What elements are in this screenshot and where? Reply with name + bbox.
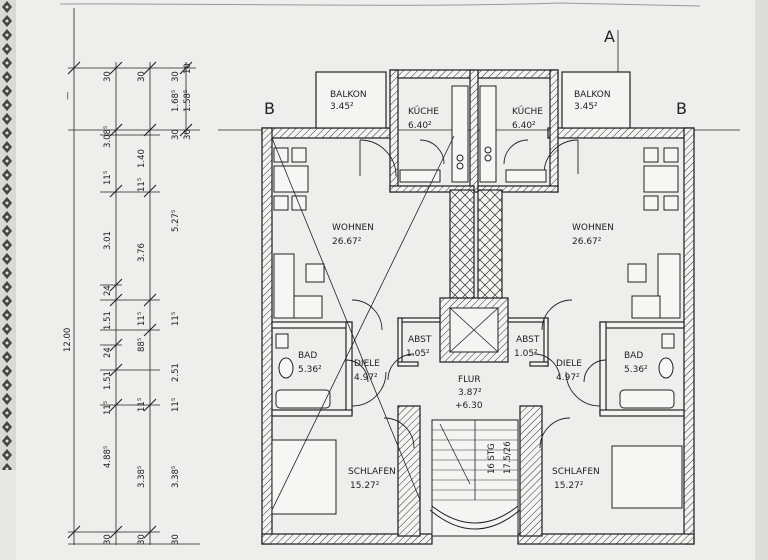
room-bad-left-name: BAD (298, 351, 317, 361)
dim-c1-8: 11⁵ (103, 401, 113, 415)
dimension-chains: 30 3.08⁵ 11⁵ 3.01 24 1.51 24 1.51 11⁵ 4.… (63, 8, 200, 545)
dim-c1-5: 1.51 (103, 311, 113, 330)
interior-walls (271, 317, 685, 537)
room-bad-left-area: 5.36² (298, 365, 322, 375)
room-abst-left-area: 1.05² (406, 349, 430, 359)
section-mark-a: A (604, 27, 615, 46)
room-diele-left-name: DIELE (354, 359, 380, 369)
dim-c3-8: 30 (171, 534, 181, 545)
stair-ratio: 17.5/26 (503, 441, 513, 474)
dim-total: 12.00 (63, 328, 73, 352)
room-schlafen-left-name: SCHLAFEN (348, 467, 396, 477)
room-kueche-left-area: 6.40² (408, 121, 432, 131)
dim-c4-1: 1.58⁵ (183, 90, 193, 112)
room-kueche-right-name: KÜCHE (512, 106, 543, 117)
dim-c3-2: 30 (171, 129, 181, 140)
room-schlafen-right-name: SCHLAFEN (552, 467, 600, 477)
door-swings (345, 139, 607, 449)
furniture (271, 85, 683, 515)
room-schlafen-right-area: 15.27² (554, 481, 584, 491)
room-flur-name: FLUR (458, 375, 481, 385)
dim-c1-0: 30 (103, 71, 113, 82)
dim-c3-7: 3.38⁵ (171, 466, 181, 488)
room-bad-right-area: 5.36² (624, 365, 648, 375)
room-balkon-left-name: BALKON (330, 90, 367, 100)
room-balkon-right-name: BALKON (574, 90, 611, 100)
dim-c4-0: 10 (183, 63, 193, 74)
room-diele-right-area: 4.97² (556, 373, 580, 383)
room-abst-left-name: ABST (408, 335, 432, 345)
dim-c3-3: 5.27⁵ (171, 210, 181, 232)
dim-c2-5: 88⁵ (137, 338, 147, 352)
room-wohnen-left-area: 26.67² (332, 237, 362, 247)
room-wohnen-left-name: WOHNEN (332, 223, 374, 233)
dim-c1-9: 4.88⁵ (103, 446, 113, 468)
dim-c4-2: 30 (183, 129, 193, 140)
room-wohnen-right-name: WOHNEN (572, 223, 614, 233)
dim-c2-4: 11⁵ (137, 312, 147, 326)
lace-border (0, 0, 16, 470)
dim-c2-6: 11⁵ (137, 398, 147, 412)
section-mark-b-right: B (676, 99, 687, 118)
dim-c1-10: 30 (103, 534, 113, 545)
room-diele-left-area: 4.97² (354, 373, 378, 383)
room-schlafen-left-area: 15.27² (350, 481, 380, 491)
room-kueche-right-area: 6.40² (512, 121, 536, 131)
dim-c1-4: 24 (103, 285, 113, 296)
dim-c1-2: 11⁵ (103, 171, 113, 185)
dim-c2-8: 30 (137, 534, 147, 545)
dim-c2-2: 11⁵ (137, 178, 147, 192)
room-abst-right-area: 1.05² (514, 349, 538, 359)
dim-c1-6: 24 (103, 347, 113, 358)
dim-c3-6: 11⁵ (171, 398, 181, 412)
room-kueche-left-name: KÜCHE (408, 106, 439, 117)
dim-c1-3: 3.01 (103, 231, 113, 250)
room-bad-right-name: BAD (624, 351, 643, 361)
room-wohnen-right-area: 26.67² (572, 237, 602, 247)
staircase: 16 STG 17.5/26 (429, 419, 521, 537)
dim-c3-1: 1.68⁵ (171, 90, 181, 112)
room-flur-area: 3.87² (458, 388, 482, 398)
room-flur-level: +6.30 (455, 401, 483, 411)
dim-c3-5: 2.51 (171, 363, 181, 382)
dim-c3-4: 11⁵ (171, 312, 181, 326)
exterior-walls (261, 69, 695, 545)
room-abst-right-name: ABST (516, 335, 540, 345)
room-diele-right-name: DIELE (556, 359, 582, 369)
section-mark-b-left: B (264, 99, 275, 118)
dim-c2-7: 3.38⁵ (137, 466, 147, 488)
dim-c2-1: 1.40 (137, 149, 147, 168)
stair-label: 16 STG (487, 443, 497, 474)
room-balkon-left-area: 3.45² (330, 102, 354, 112)
dim-top-mark: — (63, 91, 73, 100)
dim-c2-3: 3.76 (137, 243, 147, 262)
dim-c1-7: 1.51 (103, 371, 113, 390)
room-balkon-right-area: 3.45² (574, 102, 598, 112)
room-labels: BALKON 3.45² BALKON 3.45² KÜCHE 6.40² KÜ… (298, 90, 648, 491)
dim-c2-0: 30 (137, 71, 147, 82)
dim-c1-1: 3.08⁵ (103, 126, 113, 148)
dim-c3-0: 30 (171, 71, 181, 82)
